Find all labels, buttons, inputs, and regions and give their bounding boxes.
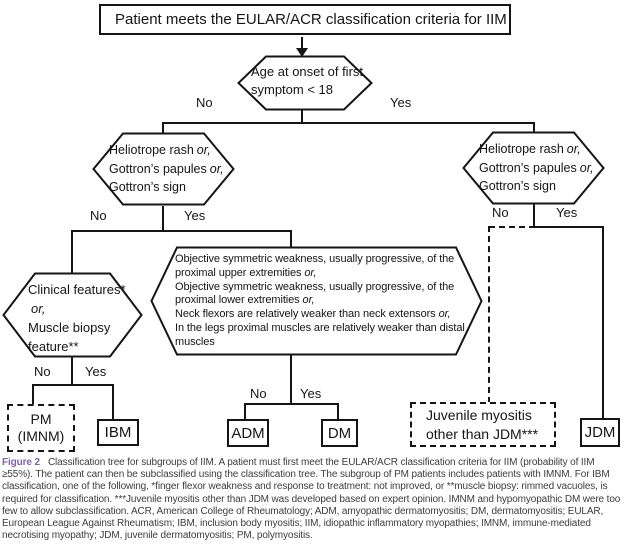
- connector-clinical-split: [71, 357, 73, 386]
- connector-age-branch: [162, 122, 535, 124]
- connector-to-adm: [244, 403, 246, 420]
- objective-weakness-hexagon: Objective symmetric weakness, usually pr…: [150, 246, 483, 356]
- leaf-box-jdm: JDM: [580, 418, 620, 447]
- connector-left-branch: [71, 230, 292, 232]
- connector-weakness-split: [290, 355, 292, 405]
- leaf-box-dm: DM: [321, 419, 358, 447]
- objective-weakness-text: Objective symmetric weakness, usually pr…: [175, 253, 465, 348]
- figure-caption-label: Figure 2: [2, 457, 40, 468]
- connector-to-jdm: [602, 226, 604, 418]
- leaf-box-juvenile-other: Juvenile myositis other than JDM***: [410, 402, 556, 447]
- connector-age-split: [301, 110, 303, 124]
- leaf-box-adm: ADM: [227, 419, 269, 447]
- leaf-box-ibm: IBM: [97, 419, 139, 446]
- connector-to-pm: [32, 384, 34, 405]
- hexagon-shape: [462, 131, 605, 205]
- branch-label-no-age: No: [196, 95, 213, 110]
- leaf-box-pm-imnm: PM (IMNM): [7, 404, 75, 452]
- connector-weakness-branch: [244, 403, 339, 405]
- branch-label-yes-clinical: Yes: [85, 364, 107, 379]
- connector-left-dermato-split: [162, 206, 164, 232]
- connector-no-juvenile-dashed-h: [489, 226, 535, 228]
- connector-root-age: [301, 37, 303, 50]
- connector-to-left-dermato: [162, 122, 164, 134]
- connector-to-clinical: [71, 230, 73, 273]
- branch-label-no-clinical: No: [34, 364, 51, 379]
- arrow-down-icon: [296, 48, 308, 57]
- connector-right-dermato-split: [533, 203, 535, 228]
- connector-yes-jdm: [533, 226, 604, 228]
- branch-label-yes-age: Yes: [390, 95, 412, 110]
- branch-label-yes-right-dermato: Yes: [556, 205, 578, 220]
- connector-to-ibm: [112, 384, 114, 420]
- root-criteria-box: Patient meets the EULAR/ACR classificati…: [99, 4, 511, 35]
- connector-no-juvenile-dashed-v: [488, 226, 490, 403]
- connector-to-dm: [337, 403, 339, 420]
- age-decision-text: Age at onset of first symptom < 18: [251, 64, 364, 97]
- age-decision-hexagon: Age at onset of first symptom < 18: [237, 55, 373, 111]
- branch-label-yes-weakness: Yes: [300, 386, 322, 401]
- branch-label-yes-left-dermato: Yes: [184, 208, 206, 223]
- hexagon-shape: [2, 272, 143, 358]
- connector-to-right-dermato: [533, 122, 535, 133]
- hexagon-shape: [150, 246, 483, 356]
- hexagon-shape: [237, 55, 373, 111]
- clinical-features-text: Clinical features* or, Muscle biopsy fea…: [28, 282, 126, 354]
- branch-label-no-left-dermato: No: [90, 208, 107, 223]
- hexagon-shape: [92, 132, 235, 206]
- root-criteria-label: Patient meets the EULAR/ACR classificati…: [115, 11, 507, 28]
- connector-clinical-branch: [32, 384, 114, 386]
- figure-caption-text: Classification tree for subgroups of IIM…: [2, 457, 621, 542]
- connector-to-weakness: [290, 230, 292, 248]
- branch-label-no-right-dermato: No: [492, 205, 509, 220]
- branch-label-no-weakness: No: [250, 386, 267, 401]
- clinical-features-hexagon: Clinical features* or, Muscle biopsy fea…: [2, 272, 143, 358]
